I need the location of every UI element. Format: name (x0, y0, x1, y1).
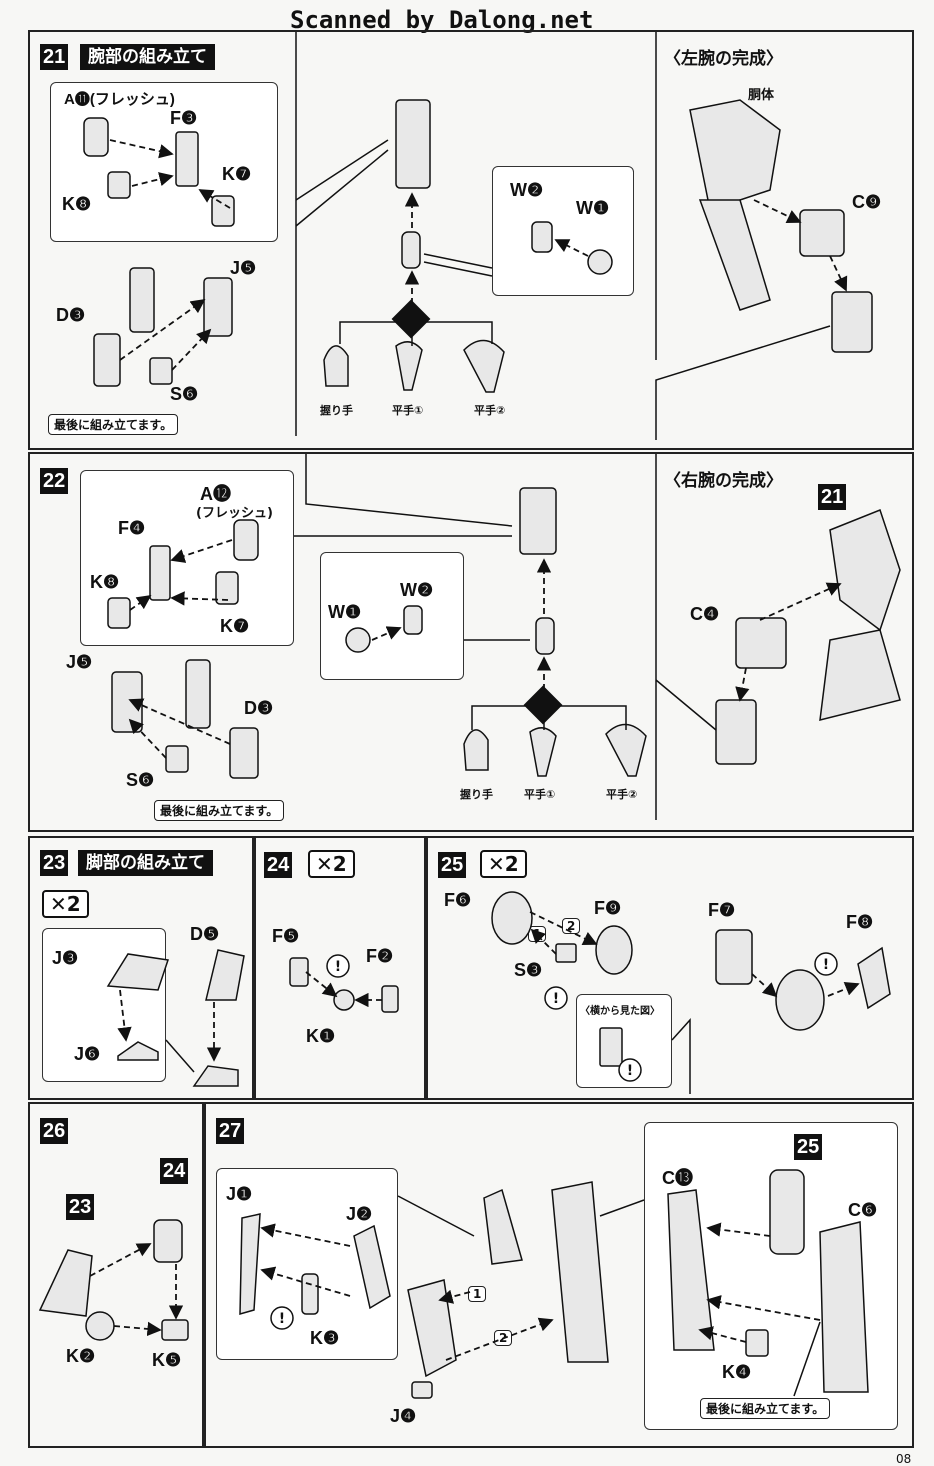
step-26-number: 26 (40, 1118, 69, 1144)
assemble-last-note: 最後に組み立てます。 (48, 414, 179, 435)
part-f3-label: F❸ (170, 108, 198, 128)
part-w2-label: W❷ (510, 180, 544, 200)
step-21-subassembly-box (50, 82, 278, 242)
part-j5-label: J❺ (230, 258, 257, 278)
step-23-number: 23 (40, 850, 69, 876)
step-27-number: 27 (216, 1118, 245, 1144)
part-k8-label: K❽ (62, 194, 92, 214)
hand-flat1-label: 平手① (392, 404, 424, 417)
side-view-label: 〈横から見た図〉 (580, 1006, 660, 1017)
part-k2-label: K❷ (66, 1346, 96, 1366)
step-22-number: 22 (40, 468, 69, 494)
step-24-panel (254, 836, 426, 1100)
part-a11-label: A⓫(フレッシュ) (64, 91, 175, 108)
right-arm-complete-heading: 〈右腕の完成〉 (664, 471, 783, 491)
part-j3-label: J❸ (52, 948, 79, 968)
part-c6-label: C❻ (848, 1200, 878, 1220)
part-f5-label: F❺ (272, 926, 300, 946)
part-d5-label: D❺ (190, 924, 220, 944)
part-d3-label-22: D❸ (244, 698, 274, 718)
step-22-wrist-box (320, 552, 464, 680)
part-j4-label: J❹ (390, 1406, 417, 1426)
part-w1-label: W❶ (576, 198, 610, 218)
step-24-multiplier: ✕2 (308, 850, 355, 878)
svg-text:!: ! (279, 1311, 285, 1327)
part-c4-label: C❹ (690, 604, 720, 624)
scan-credit: Scanned by Dalong.net (290, 6, 594, 34)
part-s3-label: S❸ (514, 960, 543, 980)
step-26-panel (28, 1102, 204, 1448)
part-d3-label: D❸ (56, 305, 86, 325)
part-k7-label: K❼ (222, 164, 252, 184)
part-f8-label: F❽ (846, 912, 874, 932)
step-26-ref-24: 24 (160, 1158, 189, 1184)
part-w1-label-22: W❶ (328, 602, 362, 622)
step-25-number: 25 (438, 852, 467, 878)
part-f4-label: F❹ (118, 518, 146, 538)
step-25-panel (426, 836, 914, 1100)
assemble-last-note-22: 最後に組み立てます。 (154, 800, 285, 821)
part-s6-label: S❻ (170, 384, 199, 404)
svg-text:!: ! (553, 991, 559, 1007)
part-k8-label-22: K❽ (90, 572, 120, 592)
hand-fist-label: 握り手 (320, 404, 353, 417)
step-21-panel (28, 30, 914, 450)
right-arm-ref-21: 21 (818, 484, 847, 510)
hand-fist-label-22: 握り手 (460, 788, 493, 801)
step-26-ref-23: 23 (66, 1194, 95, 1220)
step-27-ref-25: 25 (794, 1134, 823, 1160)
order-step-1-27: 1 (468, 1286, 487, 1302)
svg-text:!: ! (335, 959, 341, 975)
hand-flat2-label: 平手② (474, 404, 506, 417)
part-k3-label: K❸ (310, 1328, 340, 1348)
step-23-panel (28, 836, 254, 1100)
step-21-wrist-box (492, 166, 634, 296)
hand-flat1-label-22: 平手① (524, 788, 556, 801)
part-s6-label-22: S❻ (126, 770, 155, 790)
step-24-number: 24 (264, 852, 293, 878)
part-a12-sub-label: (フレッシュ) (196, 506, 273, 521)
svg-text:!: ! (823, 957, 829, 973)
part-c9-label: C❾ (852, 192, 882, 212)
part-k7-label-22: K❼ (220, 616, 250, 636)
part-f2-label: F❷ (366, 946, 394, 966)
page-number: 08 (896, 1452, 912, 1466)
hand-flat2-label-22: 平手② (606, 788, 638, 801)
step-25-multiplier: ✕2 (480, 850, 527, 878)
part-j6-label: J❻ (74, 1044, 101, 1064)
part-j1-label: J❶ (226, 1184, 253, 1204)
step-21-title: 腕部の組み立て (80, 44, 215, 70)
part-a12-label: A⓬ (200, 484, 231, 504)
step-21-number: 21 (40, 44, 69, 70)
assemble-last-note-27: 最後に組み立てます。 (700, 1398, 831, 1419)
part-k5-label: K❺ (152, 1350, 182, 1370)
part-j5-label-22: J❺ (66, 652, 93, 672)
part-f9-label: F❾ (594, 898, 622, 918)
part-c13-label: C⓭ (662, 1168, 693, 1188)
step-23-multiplier: ✕2 (42, 890, 89, 918)
left-arm-complete-heading: 〈左腕の完成〉 (664, 49, 783, 69)
part-j2-label: J❷ (346, 1204, 373, 1224)
part-k4-label: K❹ (722, 1362, 752, 1382)
part-w2-label-22: W❷ (400, 580, 434, 600)
svg-text:!: ! (627, 1063, 633, 1079)
part-k1-label: K❶ (306, 1026, 336, 1046)
part-f7-label: F❼ (708, 900, 736, 920)
part-f6-label: F❻ (444, 890, 472, 910)
step-27-panel (204, 1102, 914, 1448)
step-23-title: 脚部の組み立て (78, 850, 213, 876)
torso-label: 胴体 (748, 88, 775, 103)
step-22-panel (28, 452, 914, 832)
